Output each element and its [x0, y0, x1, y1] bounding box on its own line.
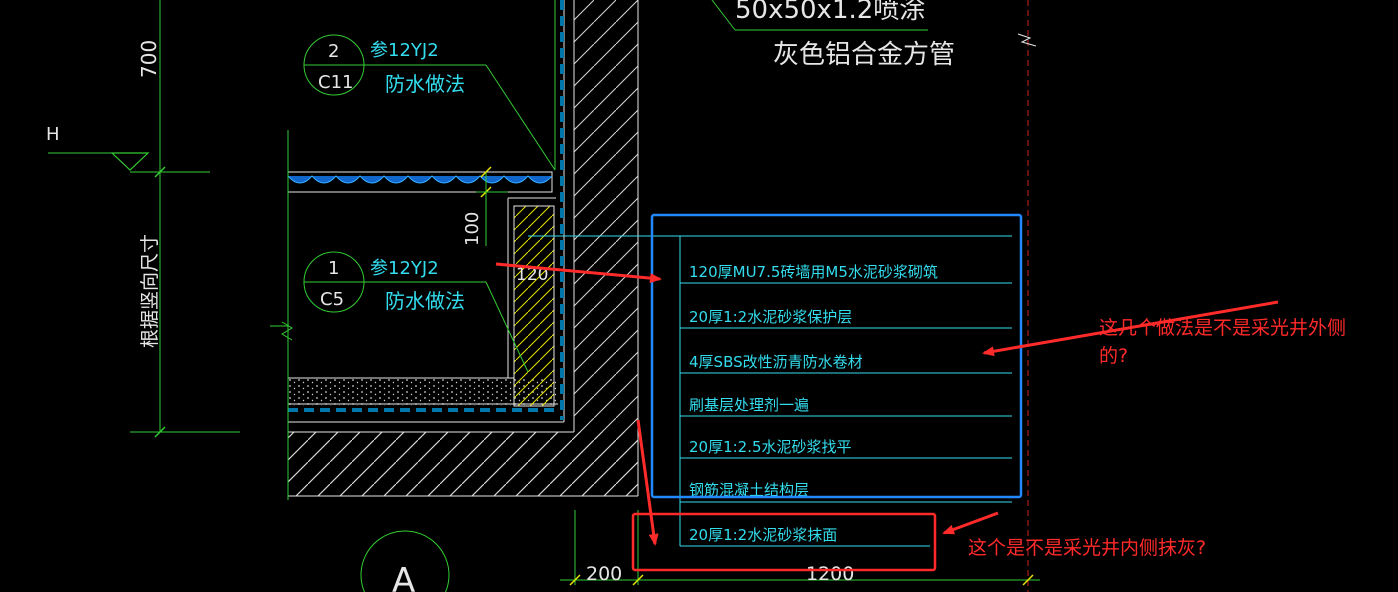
ref-upper-ref: 参12YJ2	[370, 40, 439, 61]
ref-lower-top: 1	[328, 258, 339, 279]
ref-lower-name: 防水做法	[385, 289, 465, 313]
top-pipe-note: 50x50x1.2喷涂 灰色铝合金方管	[735, 0, 955, 70]
layer-7: 20厚1:2水泥砂浆抹面	[689, 526, 837, 544]
arrow-down-wall	[636, 419, 659, 546]
vertical-dim-note: 根据竖向尺寸	[139, 234, 161, 348]
layer-5: 20厚1:2.5水泥砂浆找平	[689, 438, 852, 456]
layer-2: 20厚1:2水泥砂浆保护层	[689, 308, 852, 326]
layer-6: 钢筋混凝土结构层	[689, 481, 809, 499]
layer-stack: 120厚MU7.5砖墙用M5水泥砂浆砌筑 20厚1:2水泥砂浆保护层 4厚SBS…	[679, 236, 1012, 547]
ref-upper-bottom: C11	[318, 72, 353, 93]
ref-callout-upper: 2 C11 参12YJ2 防水做法	[303, 34, 556, 171]
arrow-to-plaster	[942, 511, 999, 535]
bottom-dims: 200 1200 A	[360, 510, 1040, 592]
level-mark: H	[46, 124, 150, 171]
dim-700-label: 700	[137, 40, 161, 78]
small-dims: 100 120	[462, 166, 548, 285]
ref-lower-bottom: C5	[320, 289, 344, 310]
dim-200-label: 200	[586, 563, 622, 585]
top-pipe-spec: 50x50x1.2喷涂	[735, 0, 925, 25]
ref-callout-lower: 1 C5 参12YJ2 防水做法	[303, 251, 529, 373]
question-outer-line1: 这几个做法是不是采光井外侧	[1099, 317, 1346, 339]
dim-1200-label: 1200	[806, 563, 854, 585]
layer-1: 120厚MU7.5砖墙用M5水泥砂浆砌筑	[689, 263, 938, 281]
inner-plaster-highlight	[631, 512, 937, 572]
layer-4: 刷基层处理剂一遍	[689, 396, 809, 414]
question-outer-line2: 的?	[1099, 345, 1128, 367]
layer-3: 4厚SBS改性沥青防水卷材	[689, 353, 863, 371]
user-annotations: 这几个做法是不是采光井外侧 的? 这个是不是采光井内侧抹灰?	[495, 213, 1346, 572]
dim-120-label: 120	[516, 265, 548, 285]
arrow-to-brick-layer	[495, 262, 662, 284]
ref-upper-top: 2	[328, 41, 339, 62]
axis-label: A	[392, 561, 415, 592]
ref-upper-name: 防水做法	[385, 72, 465, 96]
axis-bubble	[360, 530, 450, 592]
outer-layers-highlight	[650, 213, 1023, 499]
level-mark-label: H	[46, 124, 60, 145]
ref-lower-ref: 参12YJ2	[370, 258, 439, 279]
question-inner: 这个是不是采光井内侧抹灰?	[968, 537, 1206, 559]
arrow-to-layer-stack	[982, 300, 1279, 357]
dim-100-label: 100	[462, 212, 483, 246]
top-pipe-name: 灰色铝合金方管	[773, 40, 955, 70]
left-dimension-area: 700 根据竖向尺寸 H	[46, 0, 240, 438]
